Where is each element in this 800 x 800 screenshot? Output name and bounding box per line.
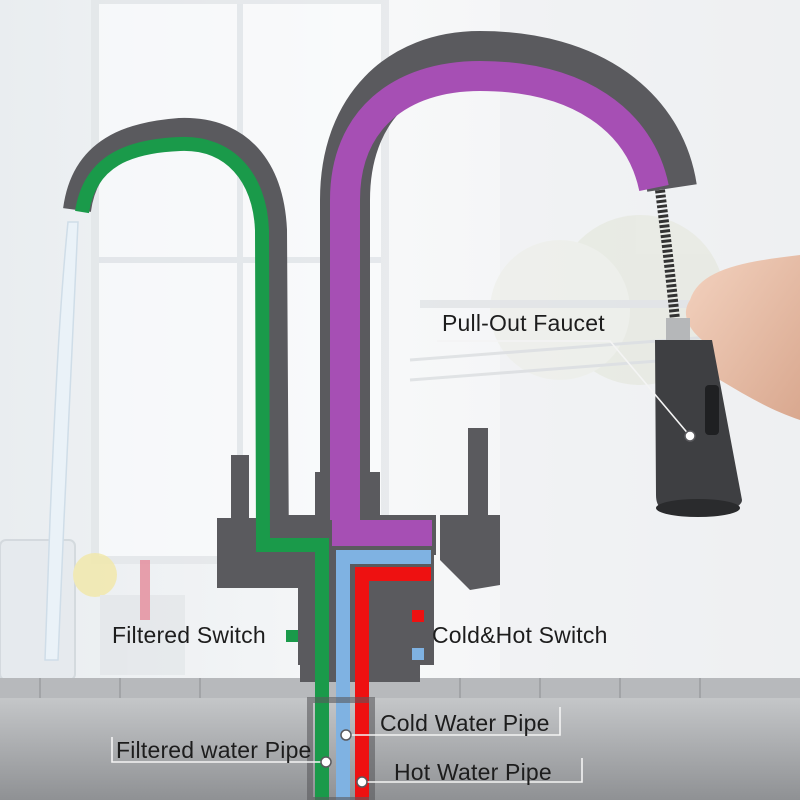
pullout-hose: [655, 189, 680, 321]
label-filtered-switch: Filtered Switch: [112, 622, 266, 648]
cold-switch-swatch: [412, 648, 424, 660]
filtered-handle: [217, 455, 299, 588]
cold-hot-handle: [440, 428, 500, 590]
sprayer-head: [655, 318, 742, 517]
pipe-sleeve: [307, 697, 375, 800]
hand: [685, 255, 800, 420]
dot-cold-pipe: [340, 729, 352, 741]
leader-hot-pipe: [362, 758, 583, 783]
dot-hot-pipe: [356, 776, 368, 788]
filtered-spout: [63, 117, 289, 561]
leader-filtered-pipe: [111, 737, 326, 763]
hot-channel: [355, 567, 431, 800]
leader-pullout: [437, 340, 691, 437]
hot-switch-swatch: [412, 610, 424, 622]
label-hot-water-pipe: Hot Water Pipe: [394, 759, 552, 785]
label-dots: [320, 430, 696, 788]
pullout-channel: [330, 60, 669, 520]
label-filtered-water-pipe: Filtered water Pipe: [116, 737, 312, 763]
dot-filtered-pipe: [320, 756, 332, 768]
leader-lines: [111, 340, 691, 783]
countertop: [0, 678, 800, 800]
filtered-channel: [75, 136, 329, 800]
label-cold-hot-switch: Cold&Hot Switch: [432, 622, 608, 648]
leader-cold-pipe: [346, 707, 561, 736]
cold-channel: [336, 550, 431, 800]
water-stream: [44, 221, 79, 661]
glass: [0, 539, 185, 681]
dot-pullout: [684, 430, 696, 442]
filtered-switch-swatch: [286, 630, 298, 642]
label-cold-water-pipe: Cold Water Pipe: [380, 710, 550, 736]
label-pull-out-faucet: Pull-Out Faucet: [442, 310, 605, 336]
